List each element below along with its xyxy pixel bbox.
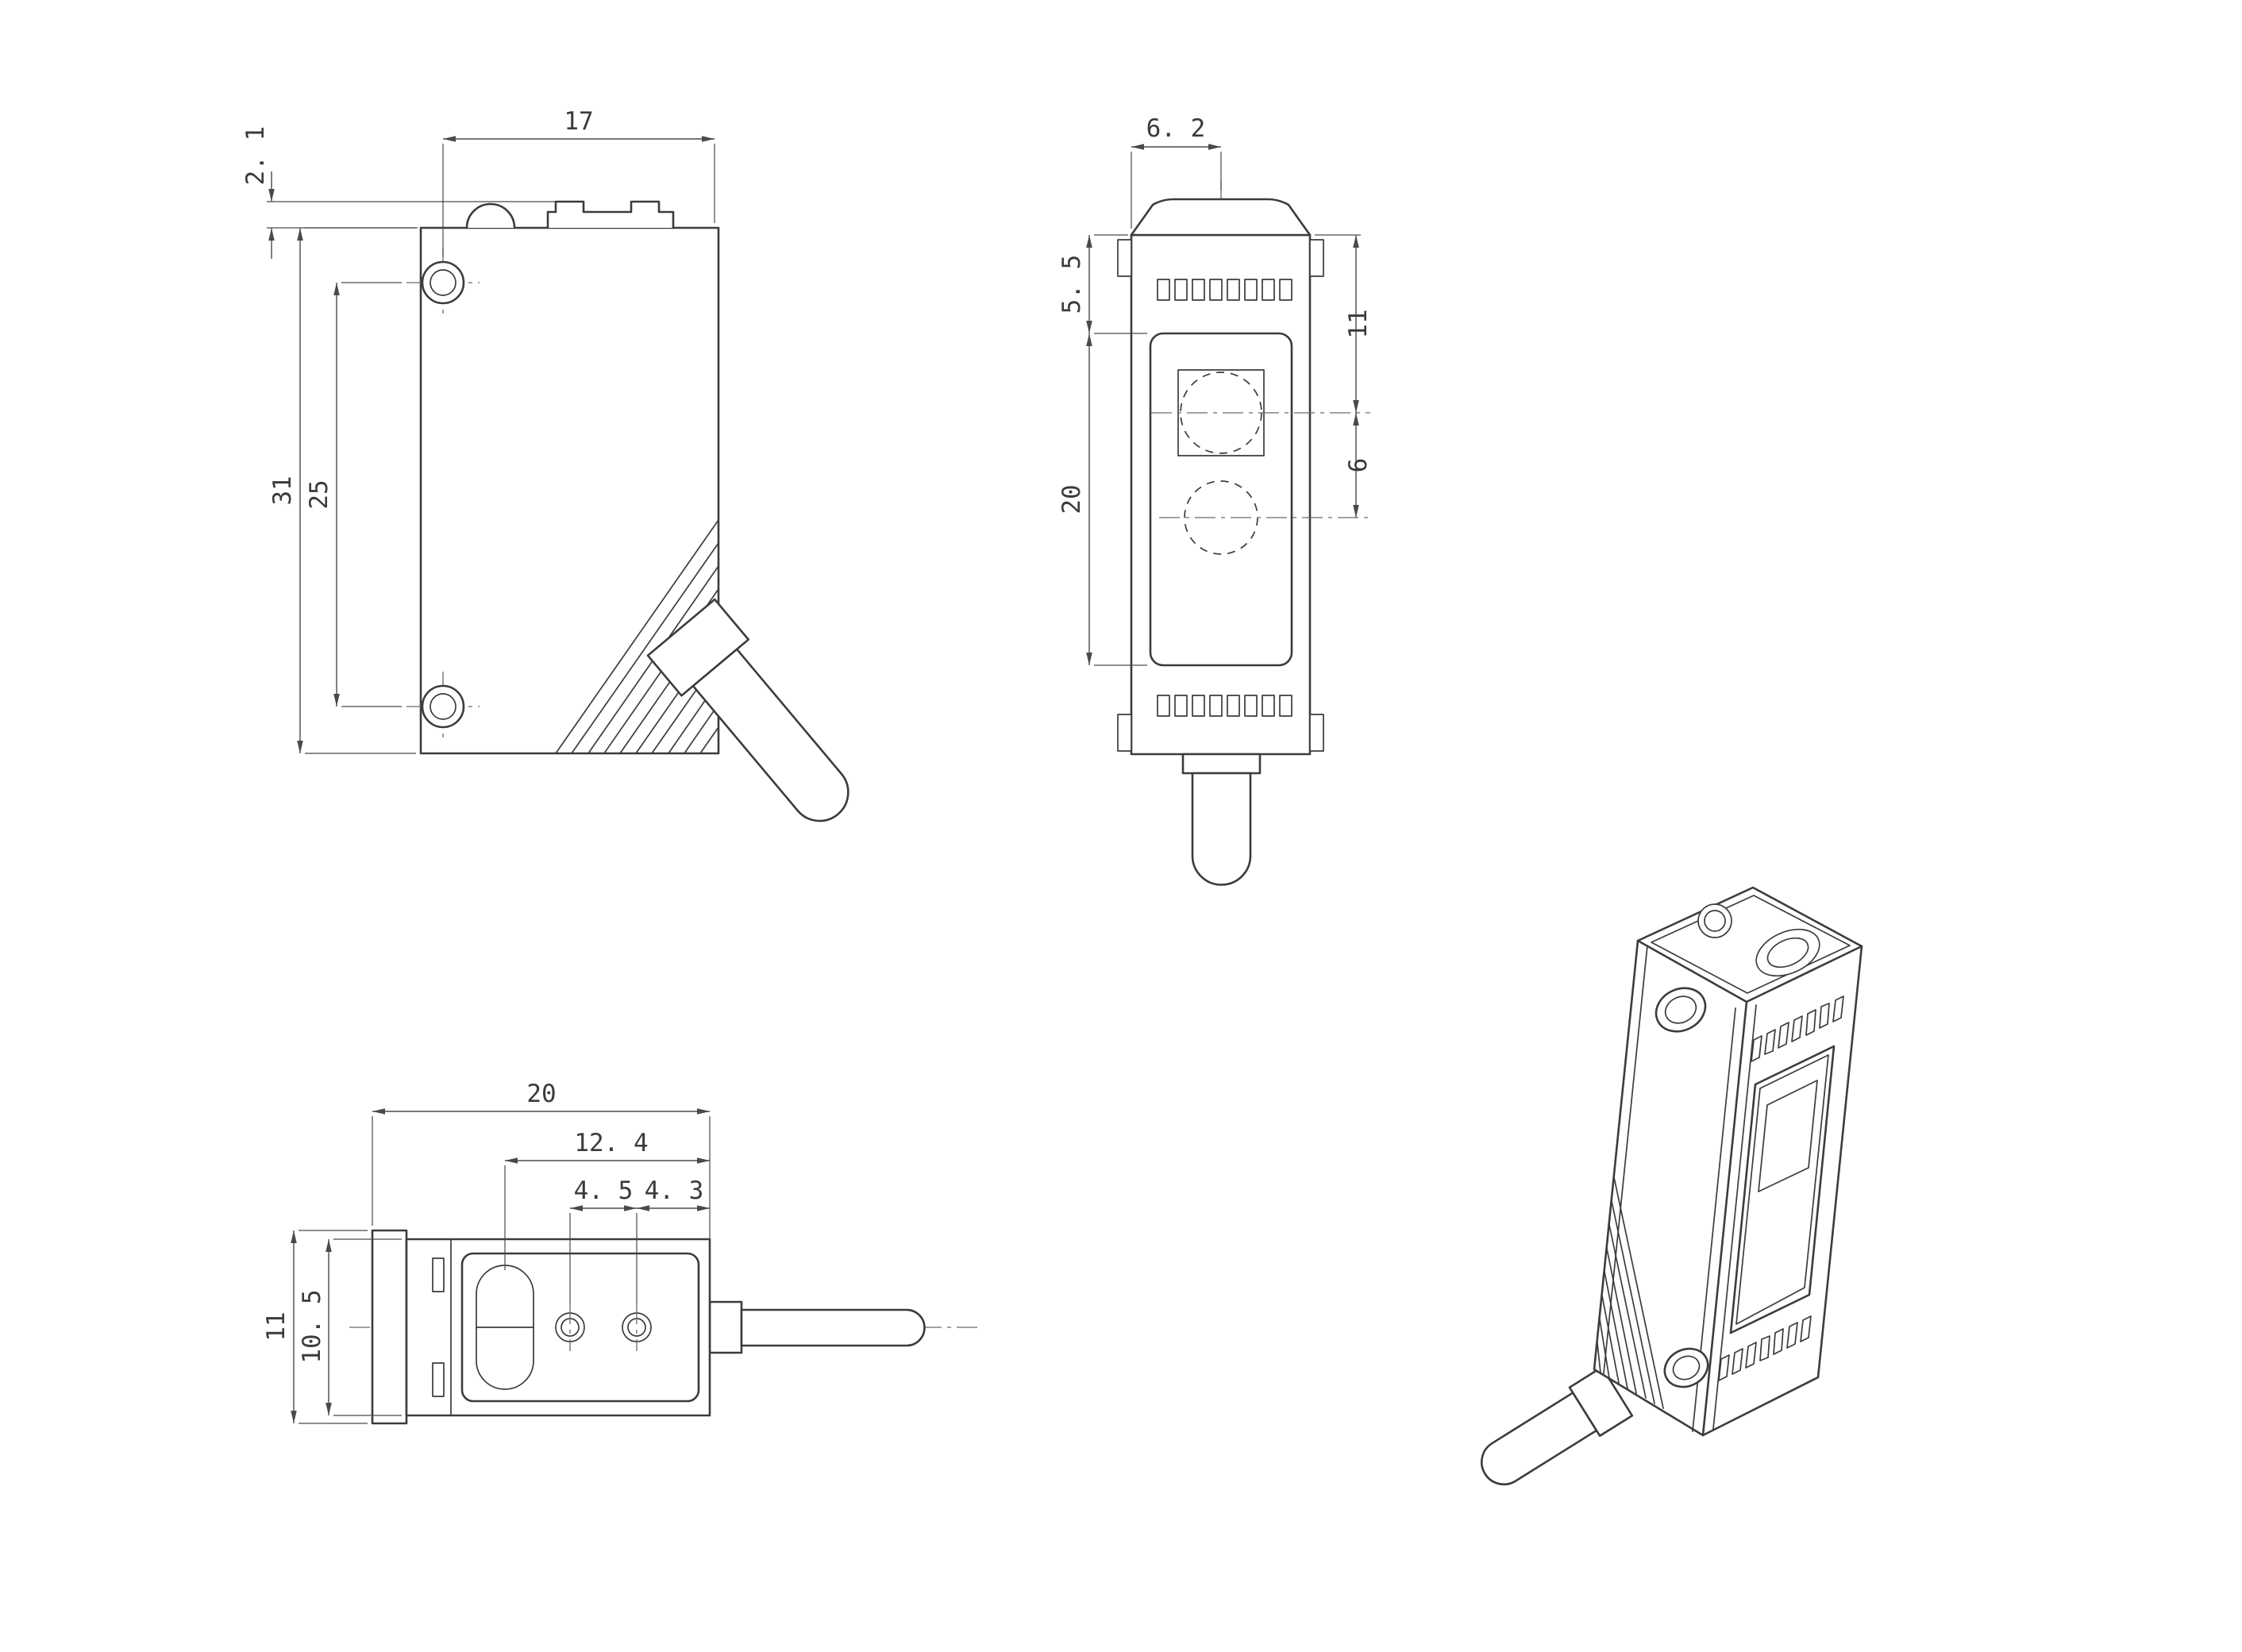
side-top-connector-block <box>546 200 675 229</box>
bottom-dim-depth: 20 <box>372 1080 711 1297</box>
dim-side-width-label: 17 <box>564 107 593 136</box>
iso-top-knob <box>1755 928 1820 977</box>
iso-mounting-hole-top <box>1655 987 1707 1033</box>
dim-bottom-width-label: 11 <box>262 1311 291 1341</box>
iso-cable <box>1481 1365 1634 1486</box>
bottom-dim-width: 11 <box>262 1230 368 1424</box>
dim-front-lens-center-label: 11 <box>1344 309 1373 338</box>
bottom-dim-edge-offset: 4. 3 <box>637 1176 710 1211</box>
bottom-cable-boot <box>708 1300 743 1354</box>
bottom-optical-window <box>460 1252 700 1403</box>
dim-bottom-emitter-offset-label: 12. 4 <box>574 1129 648 1157</box>
dim-side-hole-spacing-label: 25 <box>305 479 333 509</box>
dim-side-height-label: 31 <box>268 476 297 505</box>
front-optical-window <box>1149 332 1293 667</box>
iso-hatch-pattern <box>1597 1176 1664 1409</box>
front-corner-flanges <box>1117 239 1324 752</box>
side-mounting-hole-top <box>406 248 480 319</box>
bottom-vent-slot-2 <box>432 1362 445 1397</box>
isometric-view <box>1481 886 1863 1486</box>
side-dim-width: 17 <box>442 107 715 257</box>
bottom-hole-1 <box>555 1304 585 1351</box>
iso-top-button <box>1697 903 1732 938</box>
front-vent-row-top <box>1157 279 1292 301</box>
bottom-cable <box>708 1300 926 1354</box>
front-vent-row-bottom <box>1157 695 1292 717</box>
side-dim-height: 31 <box>268 227 416 754</box>
side-mounting-hole-bottom <box>406 672 480 743</box>
bottom-view: 20 12. 4 4. 5 4. 3 11 <box>262 1080 980 1425</box>
side-dim-hole-spacing: 25 <box>305 282 402 707</box>
dim-bottom-edge-offset-label: 4. 3 <box>645 1176 704 1205</box>
dim-bottom-hole-pitch-label: 4. 5 <box>574 1176 634 1205</box>
dim-front-center-offset-label: 6. 2 <box>1146 114 1206 143</box>
iso-optical-window <box>1729 1045 1836 1334</box>
front-dim-lens-pitch: 6 <box>1344 413 1373 518</box>
side-top-button-dome <box>465 202 516 229</box>
iso-window-bezel <box>1735 1054 1829 1325</box>
front-top-cap <box>1130 198 1312 237</box>
front-dim-lens-center: 11 <box>1315 234 1373 413</box>
front-cable <box>1181 753 1262 886</box>
iso-vent-slots-top <box>1751 995 1844 1062</box>
iso-vent-slots-bottom <box>1718 1315 1812 1381</box>
dim-front-top-section-label: 5. 5 <box>1057 255 1086 314</box>
iso-cable-wire <box>1481 1392 1598 1486</box>
iso-front-vertical-edge <box>1701 1000 1748 1437</box>
bottom-dim-hole-pitch: 4. 5 <box>569 1176 638 1304</box>
bottom-hole-2 <box>622 1304 652 1351</box>
side-hatch-pattern <box>555 519 719 754</box>
bottom-end-cap <box>371 1229 408 1425</box>
dim-bottom-body-width-label: 10. 5 <box>298 1289 326 1363</box>
front-dim-center-offset: 6. 2 <box>1131 114 1222 229</box>
front-dim-top-section: 5. 5 <box>1057 234 1147 334</box>
front-cable-boot <box>1181 753 1262 775</box>
bottom-dim-body-width: 10. 5 <box>298 1238 402 1416</box>
dim-side-bump-label: 2. 1 <box>241 126 270 186</box>
dim-bottom-depth-label: 20 <box>526 1080 556 1108</box>
side-cable <box>646 598 849 822</box>
dim-front-window-height-label: 20 <box>1057 484 1086 514</box>
front-view: 6. 2 5. 5 20 11 6 <box>1057 114 1373 886</box>
bottom-dim-emitter-offset: 12. 4 <box>504 1129 710 1270</box>
iso-mounting-hole-bottom <box>1663 1347 1709 1388</box>
side-cable-wire <box>691 648 849 822</box>
side-view: 17 2. 1 31 25 <box>241 107 849 822</box>
iso-cable-boot <box>1568 1365 1634 1438</box>
bottom-vent-slot-1 <box>432 1257 445 1292</box>
front-body-outline <box>1130 233 1312 756</box>
dim-front-lens-pitch-label: 6 <box>1344 458 1373 473</box>
iso-lens-screen <box>1758 1080 1818 1192</box>
front-cable-wire <box>1191 772 1252 886</box>
front-dim-window-height: 20 <box>1057 333 1147 666</box>
bottom-cable-wire <box>740 1308 926 1347</box>
